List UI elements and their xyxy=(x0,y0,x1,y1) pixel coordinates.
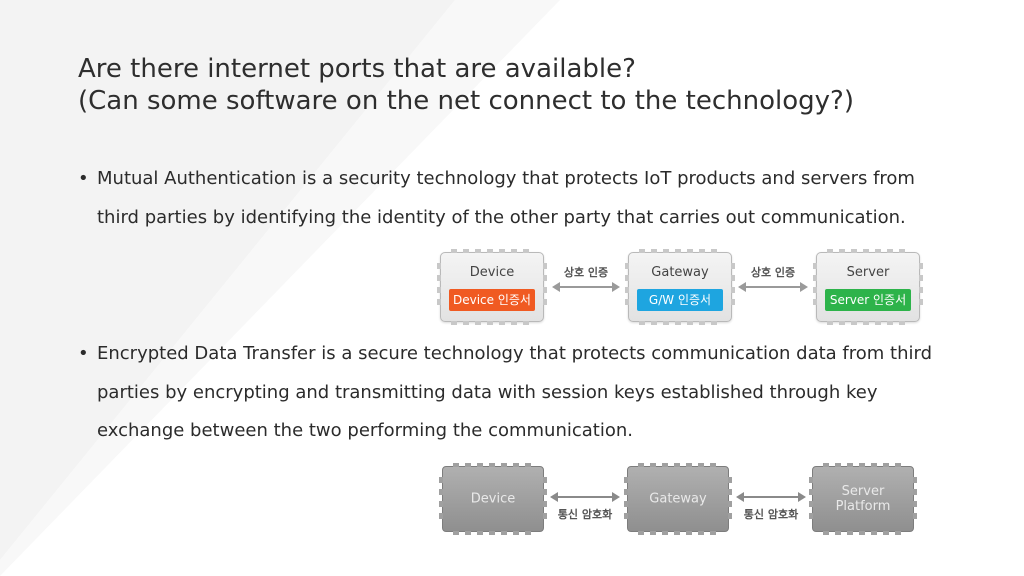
certificate-badge: G/W 인증서 xyxy=(637,289,723,311)
auth-node-device: Device Device 인증서 xyxy=(437,249,547,325)
double-arrow-icon xyxy=(550,492,620,502)
link-label: 통신 암호화 xyxy=(557,508,613,521)
auth-link-2: 상호 인증 xyxy=(738,262,808,302)
enc-node-device: Device xyxy=(439,463,547,535)
slide-title: Are there internet ports that are availa… xyxy=(78,53,854,117)
link-label: 상호 인증 xyxy=(563,266,609,279)
node-name: Server xyxy=(846,265,890,280)
enc-link-2: 통신 암호화 xyxy=(736,490,806,526)
auth-node-server: Server Server 인증서 xyxy=(813,249,923,325)
bullet-marker: • xyxy=(78,168,89,189)
bullet-marker: • xyxy=(78,343,89,364)
bullet-text: Encrypted Data Transfer is a secure tech… xyxy=(97,343,932,441)
enc-node-gateway: Gateway xyxy=(624,463,732,535)
bullet-encrypted-data-transfer: • Encrypted Data Transfer is a secure te… xyxy=(78,335,958,451)
enc-node-server-platform: Server Platform xyxy=(809,463,917,535)
double-arrow-icon xyxy=(552,282,620,292)
link-label: 통신 암호화 xyxy=(743,508,799,521)
certificate-badge: Server 인증서 xyxy=(825,289,911,311)
title-line-1: Are there internet ports that are availa… xyxy=(78,54,636,84)
title-line-2: (Can some software on the net connect to… xyxy=(78,86,854,116)
node-name: Device xyxy=(470,491,516,507)
node-name: Device xyxy=(469,265,515,280)
auth-link-1: 상호 인증 xyxy=(552,262,620,302)
node-name: Gateway xyxy=(651,265,709,280)
bullet-text: Mutual Authentication is a security tech… xyxy=(97,168,915,228)
auth-node-gateway: Gateway G/W 인증서 xyxy=(625,249,735,325)
double-arrow-icon xyxy=(736,492,806,502)
bullet-mutual-authentication: • Mutual Authentication is a security te… xyxy=(78,160,958,237)
double-arrow-icon xyxy=(738,282,808,292)
link-label: 상호 인증 xyxy=(750,266,796,279)
node-name: Server Platform xyxy=(835,484,891,514)
certificate-badge: Device 인증서 xyxy=(449,289,535,311)
enc-link-1: 통신 암호화 xyxy=(550,490,620,526)
node-name: Gateway xyxy=(649,491,707,507)
